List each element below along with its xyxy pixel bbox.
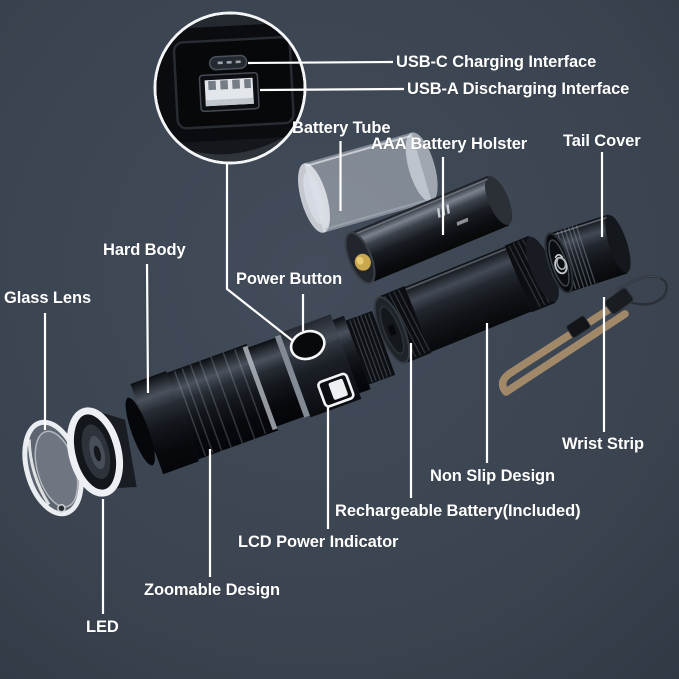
led-figure bbox=[66, 407, 137, 497]
usb-c-port bbox=[208, 54, 248, 71]
flashlight-head-figure bbox=[125, 311, 396, 475]
leader-usb-c bbox=[247, 60, 394, 65]
leader-usb-a bbox=[259, 87, 405, 92]
label-led: LED bbox=[86, 618, 119, 636]
label-usb-a-discharging: USB-A Discharging Interface bbox=[407, 80, 630, 98]
battery-tube-figure bbox=[298, 132, 438, 233]
wrist-strap-figure bbox=[498, 275, 668, 397]
label-glass-lens: Glass Lens bbox=[4, 289, 92, 307]
inset-detail-circle bbox=[153, 11, 307, 165]
label-non-slip-design: Non Slip Design bbox=[430, 467, 556, 485]
lcd-power-indicator bbox=[317, 372, 355, 408]
leader-lines bbox=[43, 60, 606, 614]
label-rechargeable-battery: Rechargeable Battery(Included) bbox=[335, 502, 581, 520]
label-usb-c-charging: USB-C Charging Interface bbox=[396, 53, 597, 71]
glass-lens-figure bbox=[22, 419, 84, 517]
label-aaa-battery-holster: AAA Battery Holster bbox=[371, 135, 528, 153]
tail-spring bbox=[554, 253, 568, 275]
zoom-ring-grooves bbox=[173, 348, 267, 456]
rechargeable-battery-figure bbox=[373, 235, 559, 364]
label-battery-tube: Battery Tube bbox=[292, 119, 391, 137]
label-hard-body: Hard Body bbox=[103, 241, 186, 259]
leader-inset-to-button bbox=[225, 164, 294, 342]
label-lcd-power-indicator: LCD Power Indicator bbox=[238, 533, 399, 551]
strap-clip bbox=[604, 287, 634, 315]
usb-a-port bbox=[198, 71, 260, 113]
leader-hard-body bbox=[145, 263, 150, 394]
tail-cover-figure bbox=[544, 214, 631, 294]
label-wrist-strip: Wrist Strip bbox=[562, 435, 645, 453]
label-power-button: Power Button bbox=[236, 270, 343, 288]
strap-slider bbox=[566, 315, 591, 338]
power-button bbox=[289, 329, 326, 361]
label-tail-cover: Tail Cover bbox=[563, 132, 641, 150]
label-zoomable-design: Zoomable Design bbox=[144, 581, 281, 599]
